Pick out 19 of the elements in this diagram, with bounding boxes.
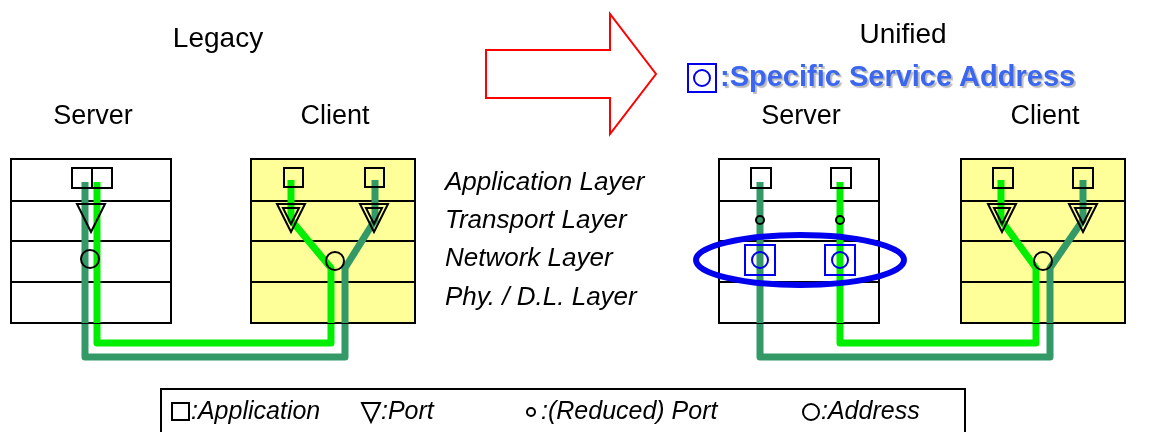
stack-heading: Server — [53, 100, 133, 131]
section-title: Unified — [859, 18, 947, 50]
legend-text: :Port — [381, 396, 434, 425]
layer-label: Transport Layer — [445, 204, 627, 235]
layer-label: Phy. / D.L. Layer — [445, 281, 637, 312]
layer-label: Network Layer — [445, 242, 613, 273]
connection-line — [93, 323, 335, 347]
layer-label: Application Layer — [445, 166, 645, 197]
connection-line — [836, 323, 1040, 347]
legend-text: :Application — [191, 396, 321, 425]
connection-line — [81, 323, 349, 361]
section-title: Legacy — [172, 22, 264, 54]
stack-heading: Client — [300, 100, 370, 131]
stack-heading: Client — [1010, 100, 1080, 131]
legend-text: :Specific Service Address — [720, 60, 1076, 93]
legend-text: :(Reduced) Port — [541, 396, 718, 425]
connection-line — [756, 323, 1054, 361]
legend-text: :Address — [821, 396, 920, 425]
stack-heading: Server — [761, 100, 841, 131]
